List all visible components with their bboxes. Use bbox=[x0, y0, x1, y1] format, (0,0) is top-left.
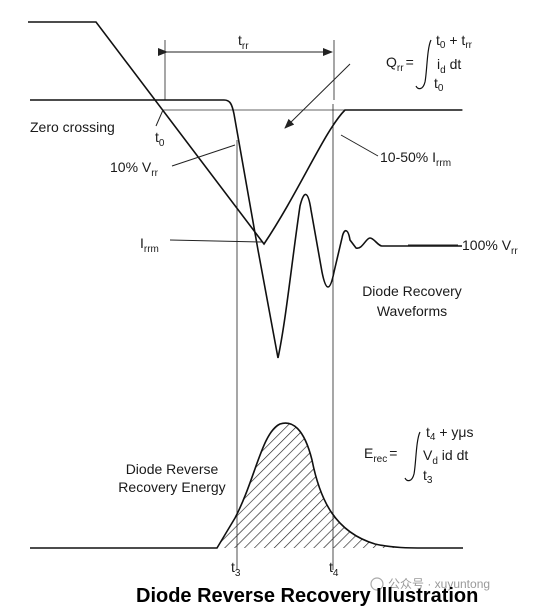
irrm-leader-line bbox=[169, 239, 263, 243]
svg-text:t4: t4 bbox=[329, 559, 339, 579]
t3-label: t bbox=[231, 559, 235, 575]
svg-text:Erec=: Erec= bbox=[364, 445, 397, 465]
energy-title-line2: Recovery Energy bbox=[118, 479, 225, 495]
wechat-icon bbox=[370, 577, 384, 591]
hundred-pct-vrr-label: 100% V bbox=[462, 237, 512, 253]
erec-integral-sign bbox=[404, 431, 421, 482]
svg-text:10% Vrr: 10% Vrr bbox=[110, 159, 159, 179]
t0-label: t bbox=[155, 129, 159, 145]
svg-text:100% Vrr: 100% Vrr bbox=[462, 237, 518, 257]
current-waveform bbox=[28, 21, 462, 246]
qrr-integral-sign bbox=[415, 39, 432, 90]
svg-text:t3: t3 bbox=[423, 467, 433, 486]
svg-text:10-50% Irrm: 10-50% Irrm bbox=[380, 149, 451, 169]
zero-crossing-label: Zero crossing bbox=[30, 119, 115, 135]
energy-curve-outline bbox=[30, 422, 463, 549]
qrr-leader-line bbox=[284, 63, 351, 129]
qrr-integrand: i bbox=[437, 56, 440, 72]
watermark-text: 公众号 · xuyuntong bbox=[388, 577, 490, 591]
ten-fifty-pct-irrm-label: 10-50% I bbox=[380, 149, 436, 165]
erec-upper-limit: t bbox=[426, 424, 430, 440]
waveform-title-line1: Diode Recovery bbox=[362, 283, 462, 299]
svg-text:trr: trr bbox=[238, 32, 249, 52]
energy-title-line1: Diode Reverse bbox=[126, 461, 219, 477]
qrr-label: Q bbox=[386, 54, 397, 70]
waveform-title-line2: Waveforms bbox=[377, 303, 447, 319]
svg-text:t0: t0 bbox=[434, 75, 444, 94]
energy-curve bbox=[217, 423, 425, 548]
ten-fifty-leader-line bbox=[340, 134, 379, 157]
figure-caption: Diode Reverse Recovery Illustration bbox=[136, 585, 478, 607]
svg-text:t0: t0 bbox=[155, 129, 165, 149]
qrr-upper-limit: t bbox=[436, 32, 440, 48]
t0-leader-line bbox=[155, 109, 164, 127]
trr-label: t bbox=[238, 32, 242, 48]
erec-label: E bbox=[364, 445, 373, 461]
t4-label: t bbox=[329, 559, 333, 575]
irrm-label: I bbox=[140, 235, 144, 251]
qrr-lower-limit: t bbox=[434, 75, 438, 91]
svg-text:Vd id dt: Vd id dt bbox=[423, 447, 468, 467]
svg-text:id dt: id dt bbox=[437, 56, 461, 76]
ten-pct-leader-line bbox=[171, 144, 236, 167]
voltage-waveform bbox=[30, 99, 462, 359]
erec-lower-limit: t bbox=[423, 467, 427, 483]
ten-pct-vrr-label: 10% V bbox=[110, 159, 152, 175]
svg-text:t4 + yμs: t4 + yμs bbox=[426, 424, 473, 443]
svg-text:Qrr=: Qrr= bbox=[386, 54, 414, 74]
erec-integrand: V bbox=[423, 447, 433, 463]
svg-text:t0 + trr: t0 + trr bbox=[436, 32, 473, 51]
svg-text:Irrm: Irrm bbox=[140, 235, 159, 255]
svg-text:t3: t3 bbox=[231, 559, 241, 579]
